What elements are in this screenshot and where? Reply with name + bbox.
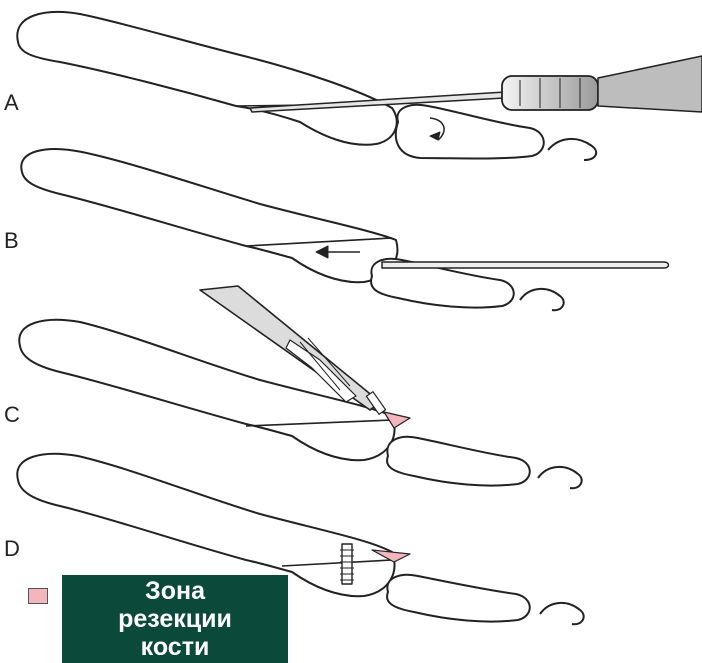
k-wire: [382, 262, 669, 268]
phalanx-bone-d: [387, 575, 530, 622]
phalanx-bone-c: [387, 437, 530, 486]
phalanx-bone-a: [396, 105, 544, 159]
distal-phalanx-d: [540, 603, 584, 624]
legend-swatch: [28, 588, 48, 604]
panel-b: [21, 149, 668, 310]
panel-a: [17, 12, 702, 160]
legend-box: Зона резекции кости: [62, 575, 288, 663]
legend-line-3: кости: [62, 633, 288, 661]
panel-label-c: C: [4, 402, 20, 428]
legend-line-1: Зона: [62, 577, 288, 605]
metatarsal-bone-a: [17, 12, 396, 145]
panel-c: [19, 286, 581, 488]
metatarsal-bone-b: [21, 149, 397, 282]
panel-label-a: A: [4, 90, 19, 116]
saw-cable: [598, 56, 702, 112]
distal-phalanx-b: [520, 289, 564, 310]
distal-phalanx-a: [548, 139, 596, 160]
distal-phalanx-c: [538, 467, 582, 488]
panel-label-d: D: [4, 536, 20, 562]
panel-label-b: B: [4, 228, 19, 254]
saw-handle: [502, 76, 598, 110]
legend-line-2: резекции: [62, 605, 288, 633]
